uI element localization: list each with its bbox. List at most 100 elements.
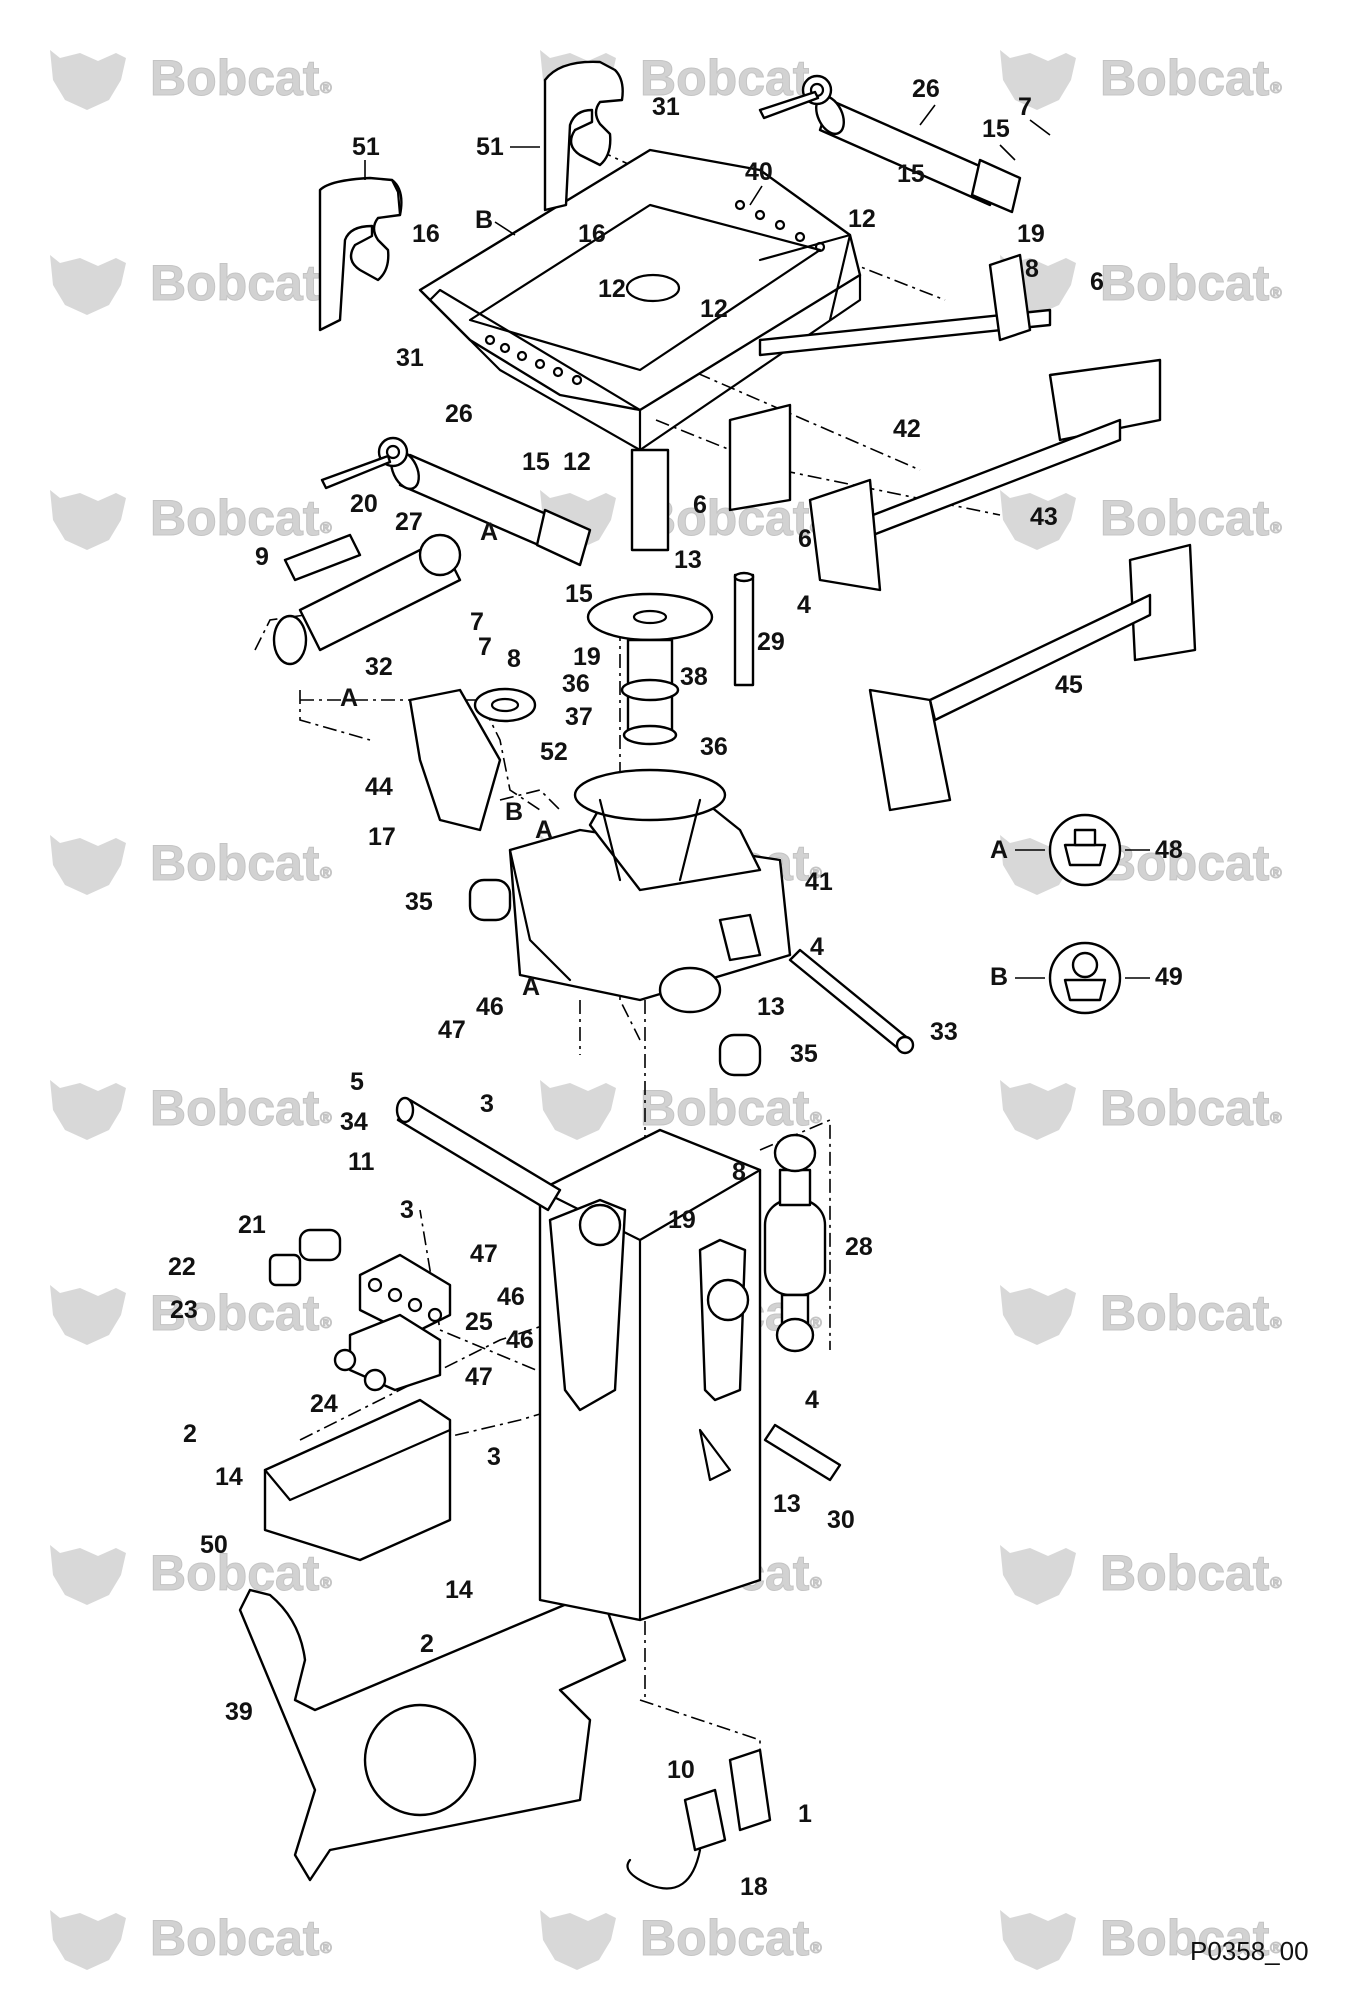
watermark-text: Bobcat [150,1545,320,1601]
pin-34 [395,1096,562,1212]
mounting-frame-40 [418,148,862,452]
rotator-housing-41 [508,768,792,1014]
callout-26: 26 [445,400,473,428]
callout-5: 5 [350,1068,364,1096]
spacer-52 [473,687,537,723]
callout-33: 33 [930,1018,958,1046]
bobcat-watermark: Bobcat® [50,835,333,895]
callout-27: 27 [395,508,423,536]
callout-15: 15 [522,448,550,476]
bracket-44 [408,688,502,832]
callout-35: 35 [405,888,433,916]
bobcat-watermark: Bobcat® [50,1910,333,1970]
callout-49: 49 [1155,963,1183,991]
callout-7: 7 [478,633,492,661]
callout-37: 37 [565,703,593,731]
bobcat-watermark: Bobcat® [50,50,333,110]
callout-46: 46 [506,1326,534,1354]
callout-15: 15 [897,160,925,188]
callout-24: 24 [310,1390,338,1418]
bobcat-watermark: Bobcat® [1000,255,1283,315]
valve-20 [283,533,362,582]
callout-8: 8 [732,1158,746,1186]
callout-12: 12 [563,448,591,476]
callout-10: 10 [667,1756,695,1784]
bobcat-watermark: Bobcat® [1000,835,1283,895]
cylinder-28 [763,1133,827,1353]
callout-4: 4 [810,933,824,961]
bobcat-watermark: Bobcat® [50,1080,333,1140]
hook-plate-51-right [543,60,624,212]
callout-14: 14 [215,1463,243,1491]
callout-31: 31 [652,93,680,121]
watermark-text: Bobcat [150,255,320,311]
watermark-text: Bobcat [150,1080,320,1136]
watermark-text: Bobcat [1100,1545,1270,1601]
callout-26: 26 [912,75,940,103]
callout-15: 15 [982,115,1010,143]
callout-3: 3 [400,1196,414,1224]
pin-33 [788,948,915,1055]
callout-21: 21 [238,1211,266,1239]
watermark-text: Bobcat [150,1285,320,1341]
callout-8: 8 [507,645,521,673]
callout-a: A [522,973,540,1001]
callout-29: 29 [757,628,785,656]
watermark-registered-mark: ® [810,865,822,882]
valve-stack-24 [333,1313,442,1392]
watermark-registered-mark: ® [320,1575,332,1592]
bobcat-watermark: Bobcat® [1000,1285,1283,1345]
watermark-registered-mark: ® [1270,1315,1282,1332]
pin-29 [733,571,755,687]
callout-47: 47 [470,1240,498,1268]
callout-3: 3 [487,1443,501,1471]
callout-9: 9 [255,543,269,571]
sensor-bracket-1 [728,1748,772,1832]
watermark-registered-mark: ® [320,1940,332,1957]
callout-3: 3 [480,1090,494,1118]
bobcat-watermark: Bobcat® [50,1545,333,1605]
callout-6: 6 [693,491,707,519]
watermark-registered-mark: ® [1270,865,1282,882]
watermark-registered-mark: ® [810,1315,822,1332]
callout-13: 13 [773,1490,801,1518]
watermark-text: Bobcat [1100,255,1270,311]
callout-12: 12 [848,205,876,233]
callout-39: 39 [225,1698,253,1726]
link-arm-left [548,1198,627,1412]
callout-13: 13 [757,993,785,1021]
watermark-registered-mark: ® [320,80,332,97]
cylinder-26-upper [758,74,1022,214]
bobcat-watermark: Bobcat® [50,490,333,550]
hook-plate-51-left [318,176,403,332]
callout-4: 4 [797,591,811,619]
callout-46: 46 [476,993,504,1021]
callout-25: 25 [465,1308,493,1336]
callout-a: A [535,816,553,844]
bobcat-watermark: Bobcat® [540,1080,823,1140]
cylinder-26-lower [320,436,592,567]
callout-7: 7 [470,608,484,636]
watermark-registered-mark: ® [1270,520,1282,537]
callout-1: 1 [798,1800,812,1828]
callout-18: 18 [740,1873,768,1901]
callout-35: 35 [790,1040,818,1068]
callout-12: 12 [598,275,626,303]
watermark-text: Bobcat [150,50,320,106]
bobcat-watermark: Bobcat® [1000,50,1283,110]
watermark-text: Bobcat [150,1910,320,1966]
watermark-text: Bobcat [1100,50,1270,106]
frame-adjust-holes [484,199,826,386]
callout-40: 40 [745,158,773,186]
callout-46: 46 [497,1283,525,1311]
callout-28: 28 [845,1233,873,1261]
bobcat-watermark: Bobcat® [1000,490,1283,550]
watermark-text: Bobcat [150,835,320,891]
link-arm-right [698,1238,750,1402]
callout-2: 2 [183,1420,197,1448]
callout-a: A [990,836,1008,864]
callout-45: 45 [1055,671,1083,699]
watermark-text: Bobcat [1100,490,1270,546]
callout-15: 15 [565,580,593,608]
